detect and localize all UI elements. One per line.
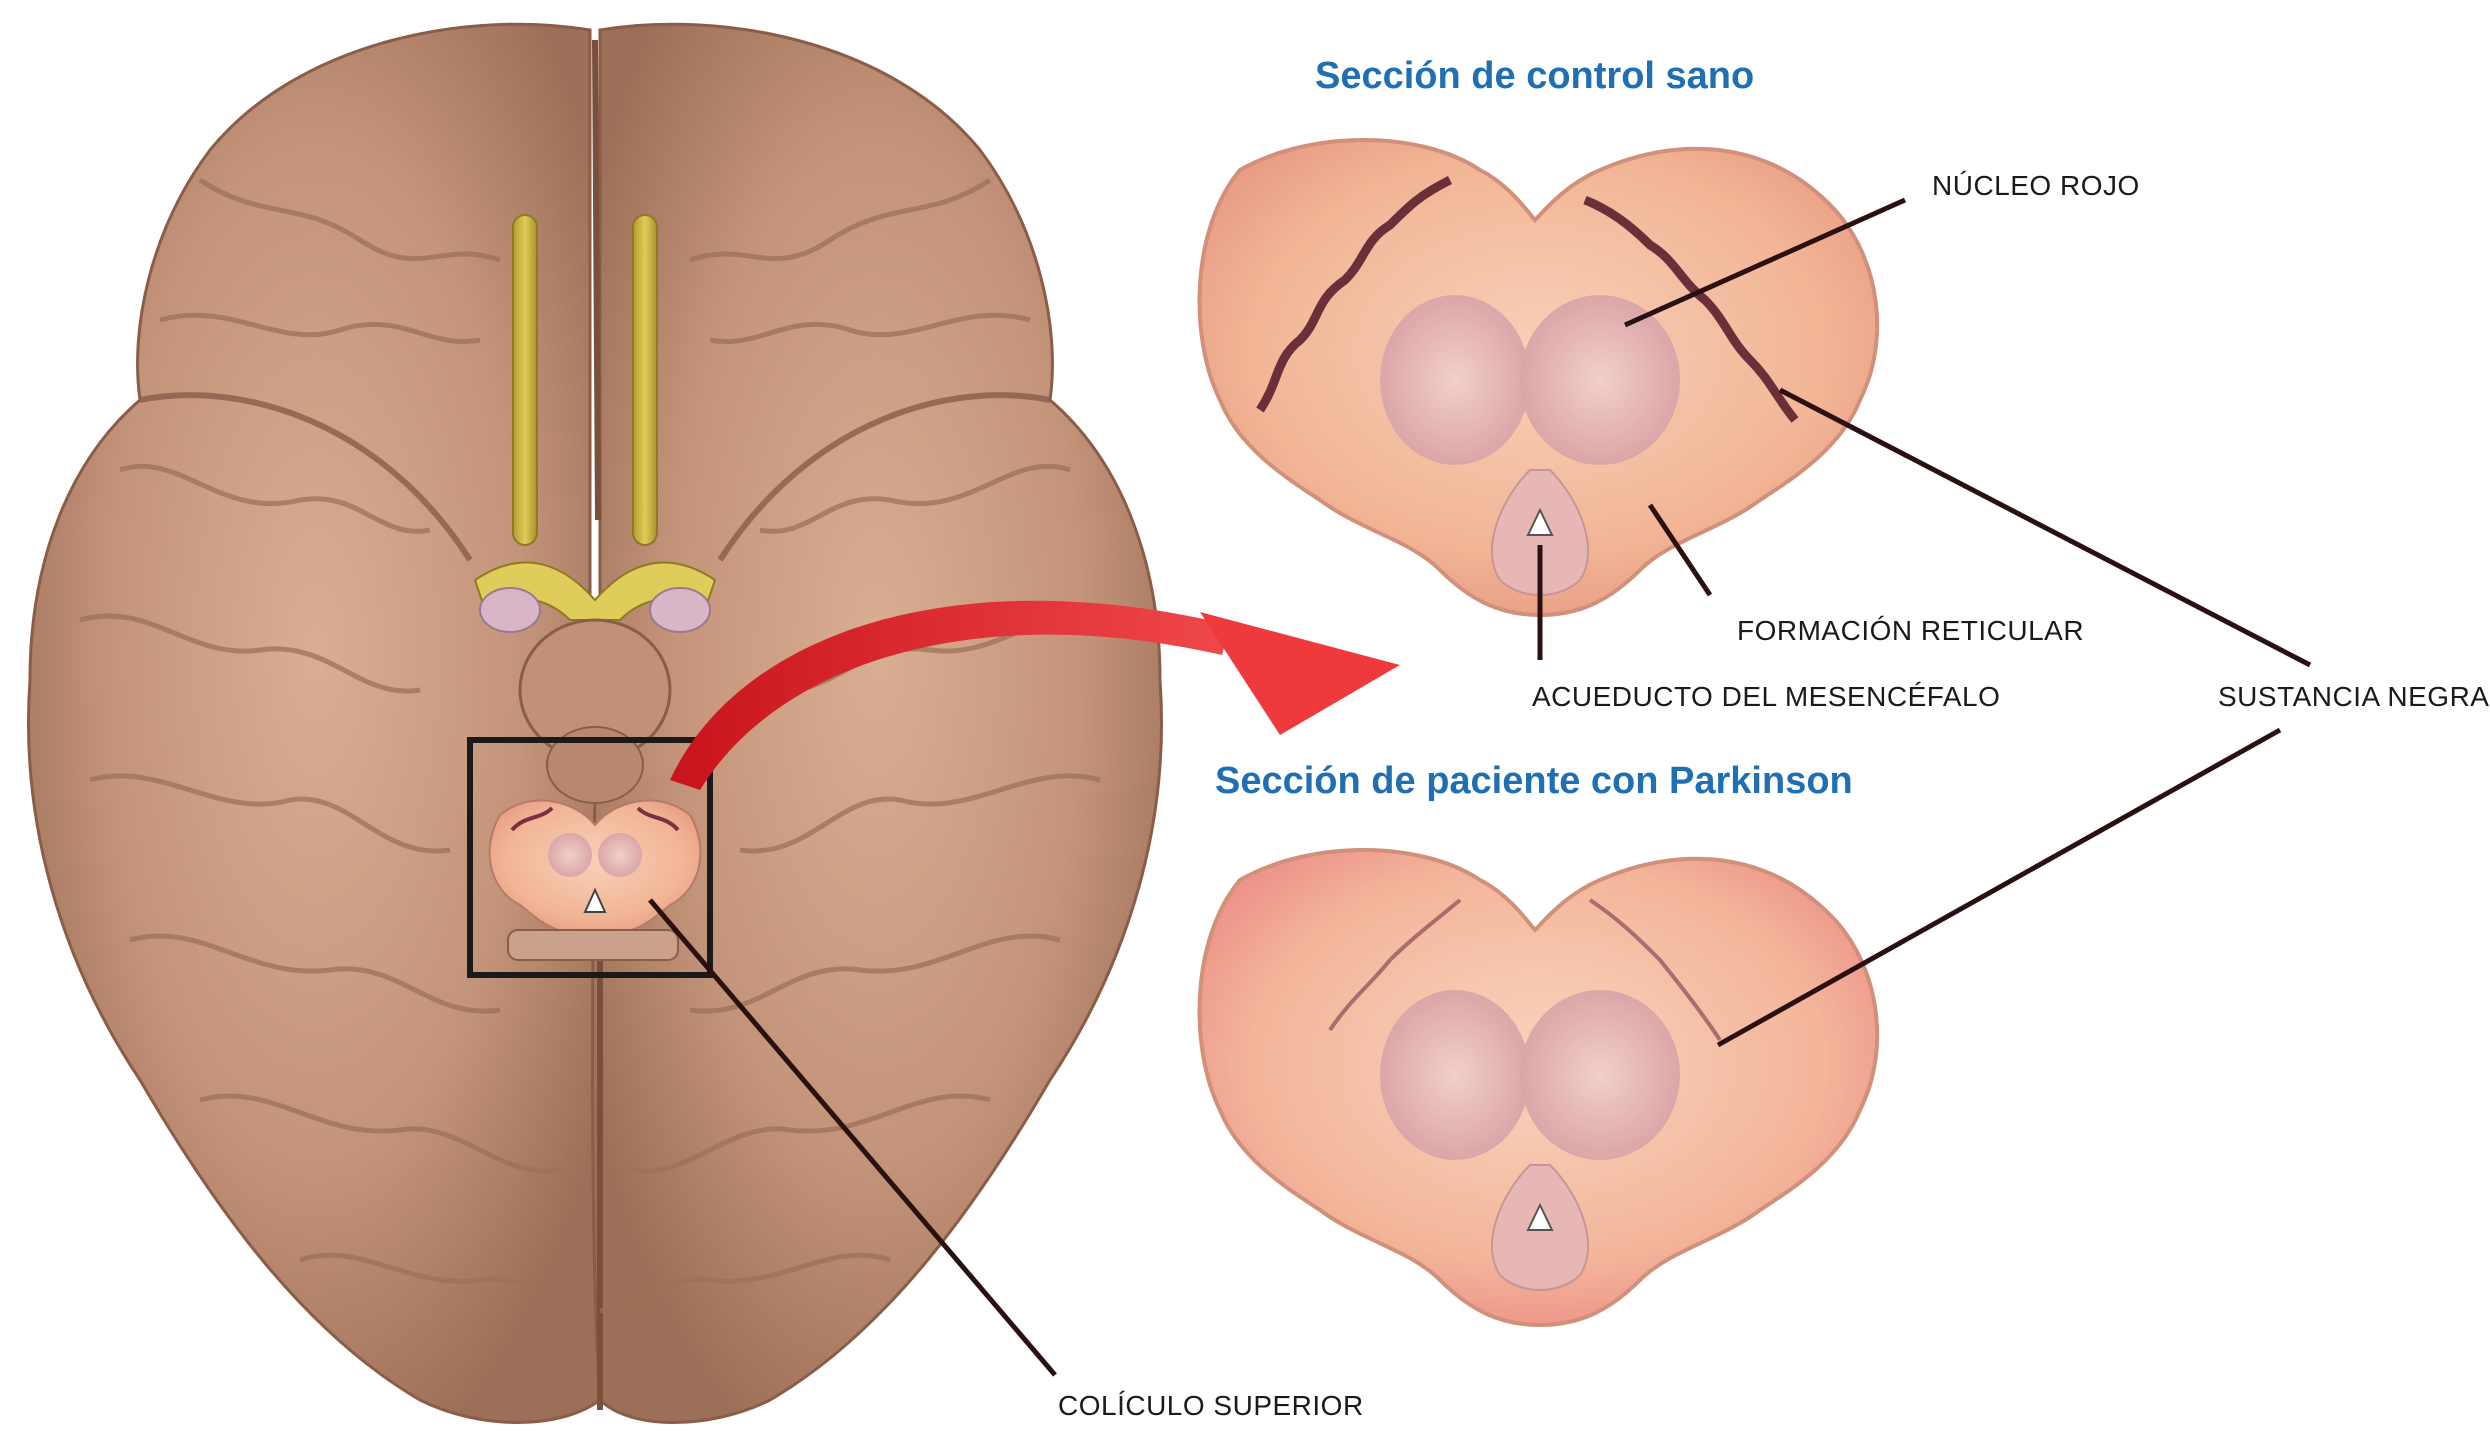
- red-nucleus-right: [1520, 295, 1680, 465]
- label-formacion-reticular: FORMACIÓN RETICULAR: [1737, 615, 2084, 647]
- label-sustancia-negra: SUSTANCIA NEGRA: [2218, 681, 2489, 713]
- red-nucleus-right-pd: [1520, 990, 1680, 1160]
- label-nucleo-rojo: NÚCLEO ROJO: [1932, 170, 2140, 202]
- red-nucleus-left-pd: [1380, 990, 1530, 1160]
- healthy-midbrain-section: [1200, 140, 1878, 615]
- brain-inferior-view: [28, 24, 1161, 1422]
- title-parkinson: Sección de paciente con Parkinson: [1215, 760, 1853, 803]
- red-nucleus-left: [1380, 295, 1530, 465]
- parkinson-midbrain-section: [1200, 850, 1878, 1325]
- label-acueducto: ACUEDUCTO DEL MESENCÉFALO: [1532, 681, 2000, 713]
- title-healthy: Sección de control sano: [1315, 55, 1754, 98]
- label-coliculo-superior: COLÍCULO SUPERIOR: [1058, 1390, 1364, 1422]
